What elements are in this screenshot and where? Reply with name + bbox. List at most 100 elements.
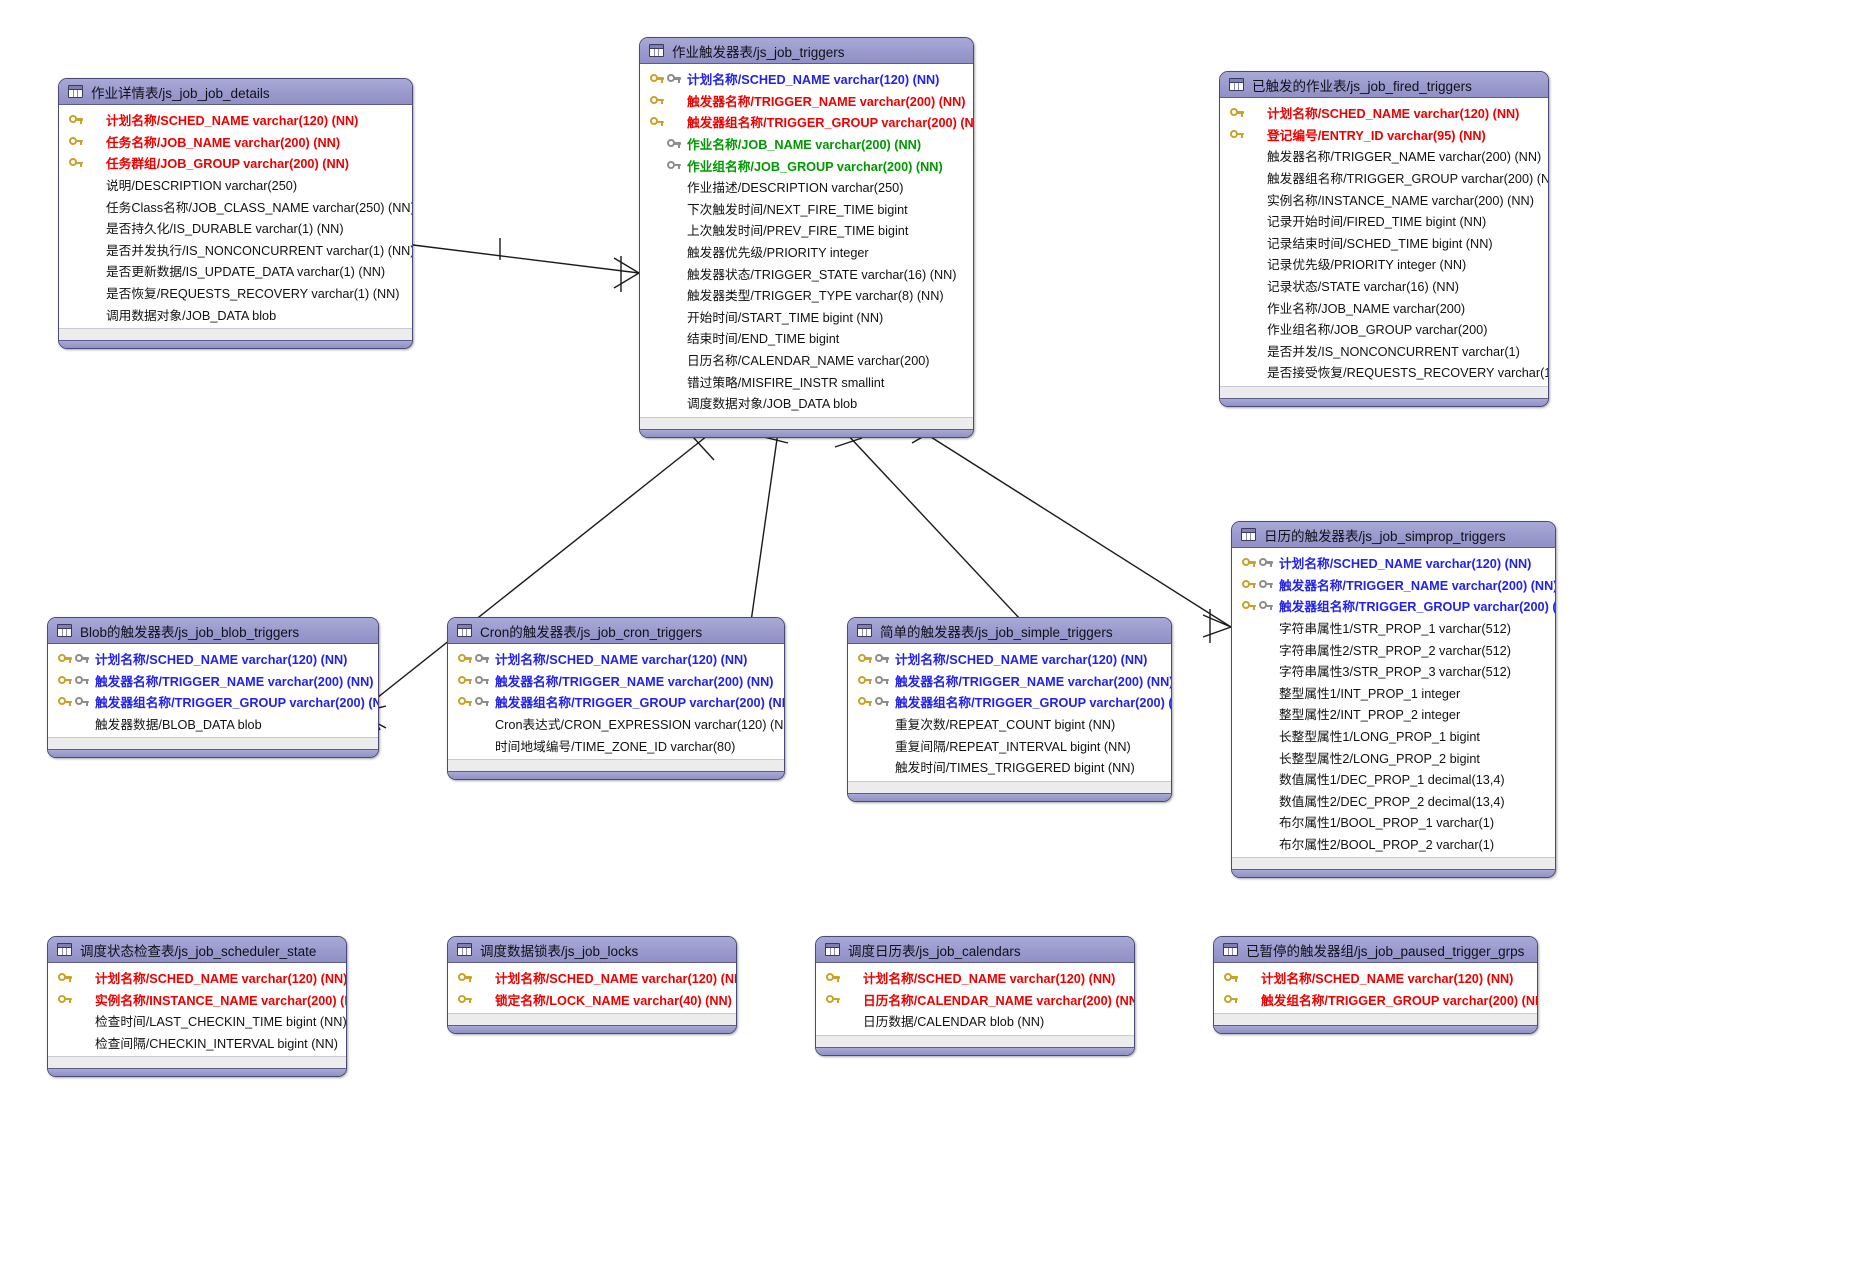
entity-header-job_simple_triggers[interactable]: 简单的触发器表/js_job_simple_triggers	[848, 618, 1171, 644]
attribute-row[interactable]: 作业名称/JOB_NAME varchar(200)	[1220, 296, 1548, 318]
attribute-row[interactable]: 触发器组名称/TRIGGER_GROUP varchar(200) (NN)	[1232, 595, 1555, 617]
entity-job_simprop_triggers[interactable]: 日历的触发器表/js_job_simprop_triggers 计划名称/SCHE…	[1231, 521, 1556, 879]
attribute-row[interactable]: 触发器组名称/TRIGGER_GROUP varchar(200) (NN)	[1220, 167, 1548, 189]
attribute-row[interactable]: 计划名称/SCHED_NAME varchar(120) (NN)	[48, 967, 346, 989]
attribute-row[interactable]: 字符串属性1/STR_PROP_1 varchar(512)	[1232, 617, 1555, 639]
entity-job_scheduler_state[interactable]: 调度状态检查表/js_job_scheduler_state 计划名称/SCHED…	[47, 936, 347, 1078]
entity-job_fired_triggers[interactable]: 已触发的作业表/js_job_fired_triggers 计划名称/SCHED_…	[1219, 71, 1549, 407]
attribute-row[interactable]: 是否更新数据/IS_UPDATE_DATA varchar(1) (NN)	[59, 260, 412, 282]
attribute-row[interactable]: Cron表达式/CRON_EXPRESSION varchar(120) (NN…	[448, 713, 784, 735]
attribute-row[interactable]: 是否并发执行/IS_NONCONCURRENT varchar(1) (NN)	[59, 239, 412, 261]
attribute-row[interactable]: 触发组名称/TRIGGER_GROUP varchar(200) (NN)	[1214, 989, 1537, 1011]
attribute-row[interactable]: 调度数据对象/JOB_DATA blob	[640, 392, 973, 414]
attribute-row[interactable]: 触发器组名称/TRIGGER_GROUP varchar(200) (NN)	[848, 691, 1171, 713]
entity-header-job_blob_triggers[interactable]: Blob的触发器表/js_job_blob_triggers	[48, 618, 378, 644]
attribute-row[interactable]: 计划名称/SCHED_NAME varchar(120) (NN)	[848, 648, 1171, 670]
attribute-row[interactable]: 触发器类型/TRIGGER_TYPE varchar(8) (NN)	[640, 284, 973, 306]
attribute-row[interactable]: 布尔属性1/BOOL_PROP_1 varchar(1)	[1232, 811, 1555, 833]
attribute-row[interactable]: 记录状态/STATE varchar(16) (NN)	[1220, 275, 1548, 297]
attribute-row[interactable]: 触发器名称/TRIGGER_NAME varchar(200) (NN)	[640, 90, 973, 112]
attribute-row[interactable]: 触发器名称/TRIGGER_NAME varchar(200) (NN)	[448, 670, 784, 692]
attribute-row[interactable]: 整型属性1/INT_PROP_1 integer	[1232, 682, 1555, 704]
entity-header-job_locks[interactable]: 调度数据锁表/js_job_locks	[448, 937, 736, 963]
attribute-row[interactable]: 任务Class名称/JOB_CLASS_NAME varchar(250) (N…	[59, 195, 412, 217]
attribute-row[interactable]: 触发器名称/TRIGGER_NAME varchar(200) (NN)	[848, 670, 1171, 692]
attribute-row[interactable]: 计划名称/SCHED_NAME varchar(120) (NN)	[48, 648, 378, 670]
attribute-row[interactable]: 触发器优先级/PRIORITY integer	[640, 241, 973, 263]
attribute-row[interactable]: 计划名称/SCHED_NAME varchar(120) (NN)	[448, 967, 736, 989]
attribute-row[interactable]: 任务群组/JOB_GROUP varchar(200) (NN)	[59, 152, 412, 174]
attribute-row[interactable]: 是否持久化/IS_DURABLE varchar(1) (NN)	[59, 217, 412, 239]
attribute-row[interactable]: 作业名称/JOB_NAME varchar(200) (NN)	[640, 133, 973, 155]
attribute-row[interactable]: 作业组名称/JOB_GROUP varchar(200)	[1220, 318, 1548, 340]
attribute-row[interactable]: 结束时间/END_TIME bigint	[640, 327, 973, 349]
attribute-row[interactable]: 任务名称/JOB_NAME varchar(200) (NN)	[59, 131, 412, 153]
attribute-row[interactable]: 检查间隔/CHECKIN_INTERVAL bigint (NN)	[48, 1032, 346, 1054]
attribute-row[interactable]: 字符串属性3/STR_PROP_3 varchar(512)	[1232, 660, 1555, 682]
attribute-row[interactable]: 是否接受恢复/REQUESTS_RECOVERY varchar(1)	[1220, 361, 1548, 383]
entity-header-job_fired_triggers[interactable]: 已触发的作业表/js_job_fired_triggers	[1220, 72, 1548, 98]
attribute-row[interactable]: 触发器组名称/TRIGGER_GROUP varchar(200) (NN)	[48, 691, 378, 713]
attribute-row[interactable]: 计划名称/SCHED_NAME varchar(120) (NN)	[59, 109, 412, 131]
attribute-row[interactable]: 调用数据对象/JOB_DATA blob	[59, 303, 412, 325]
attribute-row[interactable]: 时间地域编号/TIME_ZONE_ID varchar(80)	[448, 734, 784, 756]
entity-job_locks[interactable]: 调度数据锁表/js_job_locks 计划名称/SCHED_NAME varch…	[447, 936, 737, 1035]
attribute-row[interactable]: 数值属性1/DEC_PROP_1 decimal(13,4)	[1232, 768, 1555, 790]
attribute-row[interactable]: 触发器状态/TRIGGER_STATE varchar(16) (NN)	[640, 262, 973, 284]
attribute-row[interactable]: 计划名称/SCHED_NAME varchar(120) (NN)	[640, 68, 973, 90]
entity-header-job_simprop_triggers[interactable]: 日历的触发器表/js_job_simprop_triggers	[1232, 522, 1555, 548]
entity-header-job_job_details[interactable]: 作业详情表/js_job_job_details	[59, 79, 412, 105]
entity-job_calendars[interactable]: 调度日历表/js_job_calendars 计划名称/SCHED_NAME va…	[815, 936, 1135, 1056]
attribute-row[interactable]: 计划名称/SCHED_NAME varchar(120) (NN)	[1214, 967, 1537, 989]
attribute-row[interactable]: 登记编号/ENTRY_ID varchar(95) (NN)	[1220, 124, 1548, 146]
attribute-row[interactable]: 触发器组名称/TRIGGER_GROUP varchar(200) (NN)	[640, 111, 973, 133]
attribute-row[interactable]: 记录优先级/PRIORITY integer (NN)	[1220, 253, 1548, 275]
attribute-row[interactable]: 长整型属性1/LONG_PROP_1 bigint	[1232, 725, 1555, 747]
attribute-row[interactable]: 字符串属性2/STR_PROP_2 varchar(512)	[1232, 638, 1555, 660]
entity-job_cron_triggers[interactable]: Cron的触发器表/js_job_cron_triggers 计划名称/SCHED…	[447, 617, 785, 780]
attribute-row[interactable]: 触发器名称/TRIGGER_NAME varchar(200) (NN)	[48, 670, 378, 692]
attribute-row[interactable]: 长整型属性2/LONG_PROP_2 bigint	[1232, 746, 1555, 768]
attribute-row[interactable]: 重复次数/REPEAT_COUNT bigint (NN)	[848, 713, 1171, 735]
attribute-row[interactable]: 整型属性2/INT_PROP_2 integer	[1232, 703, 1555, 725]
attribute-row[interactable]: 计划名称/SCHED_NAME varchar(120) (NN)	[816, 967, 1134, 989]
attribute-row[interactable]: 计划名称/SCHED_NAME varchar(120) (NN)	[1232, 552, 1555, 574]
attribute-row[interactable]: 实例名称/INSTANCE_NAME varchar(200) (NN)	[48, 989, 346, 1011]
attribute-row[interactable]: 下次触发时间/NEXT_FIRE_TIME bigint	[640, 198, 973, 220]
entity-job_paused_trigger_grps[interactable]: 已暂停的触发器组/js_job_paused_trigger_grps 计划名称/…	[1213, 936, 1538, 1035]
attribute-row[interactable]: 日历数据/CALENDAR blob (NN)	[816, 1010, 1134, 1032]
entity-header-job_paused_trigger_grps[interactable]: 已暂停的触发器组/js_job_paused_trigger_grps	[1214, 937, 1537, 963]
attribute-row[interactable]: 开始时间/START_TIME bigint (NN)	[640, 306, 973, 328]
entity-job_triggers[interactable]: 作业触发器表/js_job_triggers 计划名称/SCHED_NAME va…	[639, 37, 974, 438]
attribute-row[interactable]: 触发器名称/TRIGGER_NAME varchar(200) (NN)	[1220, 145, 1548, 167]
entity-job_blob_triggers[interactable]: Blob的触发器表/js_job_blob_triggers 计划名称/SCHED…	[47, 617, 379, 759]
attribute-row[interactable]: 触发器组名称/TRIGGER_GROUP varchar(200) (NN)	[448, 691, 784, 713]
attribute-row[interactable]: 日历名称/CALENDAR_NAME varchar(200) (NN)	[816, 989, 1134, 1011]
attribute-row[interactable]: 检查时间/LAST_CHECKIN_TIME bigint (NN)	[48, 1010, 346, 1032]
attribute-row[interactable]: 计划名称/SCHED_NAME varchar(120) (NN)	[1220, 102, 1548, 124]
attribute-row[interactable]: 日历名称/CALENDAR_NAME varchar(200)	[640, 349, 973, 371]
attribute-row[interactable]: 触发时间/TIMES_TRIGGERED bigint (NN)	[848, 756, 1171, 778]
attribute-row[interactable]: 记录结束时间/SCHED_TIME bigint (NN)	[1220, 232, 1548, 254]
entity-header-job_calendars[interactable]: 调度日历表/js_job_calendars	[816, 937, 1134, 963]
entity-header-job_triggers[interactable]: 作业触发器表/js_job_triggers	[640, 38, 973, 64]
entity-job_job_details[interactable]: 作业详情表/js_job_job_details 计划名称/SCHED_NAME …	[58, 78, 413, 349]
attribute-row[interactable]: 布尔属性2/BOOL_PROP_2 varchar(1)	[1232, 833, 1555, 855]
entity-job_simple_triggers[interactable]: 简单的触发器表/js_job_simple_triggers 计划名称/SCHED…	[847, 617, 1172, 802]
attribute-row[interactable]: 记录开始时间/FIRED_TIME bigint (NN)	[1220, 210, 1548, 232]
attribute-row[interactable]: 上次触发时间/PREV_FIRE_TIME bigint	[640, 219, 973, 241]
attribute-row[interactable]: 触发器数据/BLOB_DATA blob	[48, 713, 378, 735]
attribute-row[interactable]: 计划名称/SCHED_NAME varchar(120) (NN)	[448, 648, 784, 670]
attribute-row[interactable]: 锁定名称/LOCK_NAME varchar(40) (NN)	[448, 989, 736, 1011]
attribute-row[interactable]: 作业组名称/JOB_GROUP varchar(200) (NN)	[640, 154, 973, 176]
attribute-row[interactable]: 是否并发/IS_NONCONCURRENT varchar(1)	[1220, 340, 1548, 362]
attribute-row[interactable]: 作业描述/DESCRIPTION varchar(250)	[640, 176, 973, 198]
attribute-row[interactable]: 错过策略/MISFIRE_INSTR smallint	[640, 370, 973, 392]
entity-header-job_cron_triggers[interactable]: Cron的触发器表/js_job_cron_triggers	[448, 618, 784, 644]
attribute-row[interactable]: 是否恢复/REQUESTS_RECOVERY varchar(1) (NN)	[59, 282, 412, 304]
entity-header-job_scheduler_state[interactable]: 调度状态检查表/js_job_scheduler_state	[48, 937, 346, 963]
attribute-row[interactable]: 触发器名称/TRIGGER_NAME varchar(200) (NN)	[1232, 574, 1555, 596]
attribute-row[interactable]: 实例名称/INSTANCE_NAME varchar(200) (NN)	[1220, 188, 1548, 210]
attribute-row[interactable]: 数值属性2/DEC_PROP_2 decimal(13,4)	[1232, 790, 1555, 812]
attribute-row[interactable]: 重复间隔/REPEAT_INTERVAL bigint (NN)	[848, 734, 1171, 756]
